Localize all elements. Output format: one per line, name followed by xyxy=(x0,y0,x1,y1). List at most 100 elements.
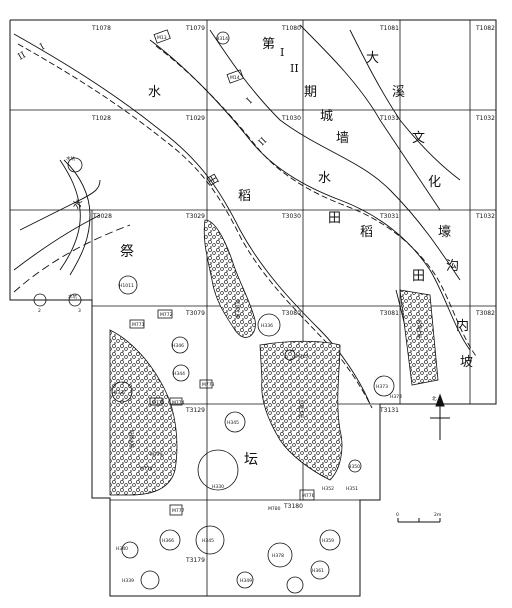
label-dao1: 稻 xyxy=(238,189,251,204)
feature-h1011: H1011 xyxy=(119,283,134,289)
label-water-keng-a: 水坑 xyxy=(66,155,75,162)
grid-label-t3030: T3030 xyxy=(281,213,301,220)
label-cheng: 城 xyxy=(320,109,333,124)
pit-features xyxy=(33,31,395,594)
grid-label-t1031: T1031 xyxy=(379,115,399,122)
feature-h345: H345 xyxy=(227,420,239,426)
grid-label-t3131: T3131 xyxy=(379,407,399,414)
grid-label-t1078: T1078 xyxy=(91,25,111,32)
roman-i-2: I xyxy=(280,46,284,59)
feature-m771: M771 xyxy=(132,322,145,328)
wall-lines xyxy=(13,24,477,409)
feature-h350: H350 xyxy=(348,464,360,470)
scale-two: 2m xyxy=(434,512,441,518)
label-ji: 祭 xyxy=(120,244,134,260)
grid-label-t3129: T3129 xyxy=(185,407,205,414)
feature-h374: H374 xyxy=(390,394,402,400)
label-dao2: 稻 xyxy=(360,225,373,240)
label-water: 水 xyxy=(70,197,85,212)
feature-h337: H337 xyxy=(114,390,126,396)
feature-h361: H361 xyxy=(312,568,324,574)
feature-m779: M779 xyxy=(150,452,163,458)
label-po: 坡 xyxy=(460,355,473,370)
section-number-3: 3 xyxy=(78,308,81,314)
scale-zero: 0 xyxy=(396,512,399,518)
north-arrow xyxy=(430,393,450,440)
feature-m13: M13 xyxy=(157,35,167,41)
feature-m773: M773 xyxy=(202,382,215,388)
grid-label-t3081: T3081 xyxy=(379,310,399,317)
grid-label-t1082: T1082 xyxy=(475,25,495,32)
north-label: 北 xyxy=(432,395,437,402)
label-tian1: 田 xyxy=(205,172,221,189)
feature-h352: H352 xyxy=(322,486,334,492)
grave-features xyxy=(129,29,315,516)
feature-m777: M777 xyxy=(172,508,185,514)
label-hao: 壕 xyxy=(438,224,451,240)
grid-label-t1080: T1080 xyxy=(281,25,301,32)
feature-m767: M767 xyxy=(296,354,309,360)
roman-i-1: I xyxy=(39,42,47,53)
feature-m772: M772 xyxy=(160,312,173,318)
roman-ii-2: II xyxy=(290,62,299,75)
grid-label-t3028: T3028 xyxy=(92,213,112,220)
feature-m778: M778 xyxy=(140,466,153,472)
hongshao-label-1: 红烧土层 xyxy=(234,300,241,318)
feature-m774: M774 xyxy=(172,400,185,406)
grid-label-t3180: T3180 xyxy=(283,503,303,510)
feature-h330: H330 xyxy=(212,484,224,490)
roman-ii-3: II xyxy=(257,136,269,148)
label-tian3: 田 xyxy=(412,269,425,284)
feature-m775: M775 xyxy=(152,400,165,406)
label-shui2: 水 xyxy=(318,171,331,186)
grid-label-t3082: T3082 xyxy=(475,310,495,317)
label-shui1: 水 xyxy=(148,85,161,100)
roman-ii-1: II xyxy=(17,50,29,62)
label-qi: 期 xyxy=(304,85,317,100)
label-hua: 化 xyxy=(428,175,441,190)
hongshao-label-3: 红烧土层 xyxy=(298,400,305,418)
grid-label-t1032b: T1032 xyxy=(475,213,495,220)
feature-h359: H359 xyxy=(322,538,334,544)
feature-h346: H346 xyxy=(172,343,184,349)
scale-bar xyxy=(397,518,441,523)
pebble-areas xyxy=(109,219,439,496)
grid-label-t1081: T1081 xyxy=(379,25,399,32)
feature-h344: H344 xyxy=(173,371,185,377)
feature-h340: H340 xyxy=(116,546,128,552)
label-xi: 溪 xyxy=(392,85,405,100)
grid-label-t1079: T1079 xyxy=(185,25,205,32)
grid-label-t1030: T1030 xyxy=(281,115,301,122)
feature-m780: M780 xyxy=(268,506,281,512)
roman-i-3: I xyxy=(245,96,255,106)
feature-h373: H373 xyxy=(376,384,388,390)
grid-label-t3079: T3079 xyxy=(185,310,205,317)
grid-label-t1028: T1028 xyxy=(91,115,111,122)
feature-m776: M776 xyxy=(302,493,315,499)
feature-h336: H336 xyxy=(261,323,273,329)
grid-label-t3031: T3031 xyxy=(379,213,399,220)
hongshao-label-2: 红烧土层 xyxy=(128,430,135,448)
label-tan: 坛 xyxy=(244,452,258,468)
feature-h314: H314 xyxy=(216,36,228,42)
grid-label-t3179: T3179 xyxy=(185,557,205,564)
grid-label-t1029: T1029 xyxy=(185,115,205,122)
label-tian2: 田 xyxy=(328,211,341,226)
grid-label-t3080: T3080 xyxy=(281,310,301,317)
grid-label-t1032: T1032 xyxy=(475,115,495,122)
label-nei: 内 xyxy=(456,318,469,334)
label-wen: 文 xyxy=(412,131,425,146)
label-qiang: 墙 xyxy=(336,131,349,146)
hongshao-label-4: 红烧土层 xyxy=(416,320,423,338)
feature-h378: H378 xyxy=(272,553,284,559)
label-di: 第 xyxy=(262,37,275,52)
feature-m14: M14 xyxy=(230,75,240,81)
label-gou: 沟 xyxy=(446,259,459,274)
section-number-2: 2 xyxy=(38,308,41,314)
label-da: 大 xyxy=(366,51,379,66)
grid-label-t3029: T3029 xyxy=(185,213,205,220)
feature-h345b: H345 xyxy=(202,538,214,544)
feature-h351: H351 xyxy=(346,486,358,492)
grid-lines xyxy=(10,20,496,596)
